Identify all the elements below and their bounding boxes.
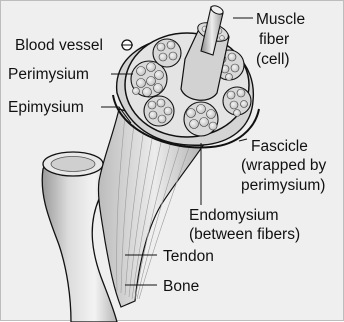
label-epimysium: Epimysium: [8, 99, 84, 116]
label-muscle-fiber-line3: (cell): [256, 51, 290, 68]
label-fascicle-line3: perimysium): [241, 177, 325, 194]
label-endomysium-line2: (between fibers): [189, 226, 300, 243]
label-fascicle-line1: Fascicle: [251, 138, 308, 155]
label-fascicle-line2: (wrapped by: [241, 157, 327, 174]
label-perimysium: Perimysium: [8, 66, 89, 83]
label-muscle-fiber-line2: fiber: [259, 31, 289, 48]
label-blood-vessel: Blood vessel: [15, 37, 103, 54]
label-endomysium-line1: Endomysium: [189, 207, 279, 224]
label-muscle-fiber-line1: Muscle: [256, 11, 305, 28]
label-bone: Bone: [163, 278, 199, 295]
label-tendon: Tendon: [163, 248, 214, 265]
